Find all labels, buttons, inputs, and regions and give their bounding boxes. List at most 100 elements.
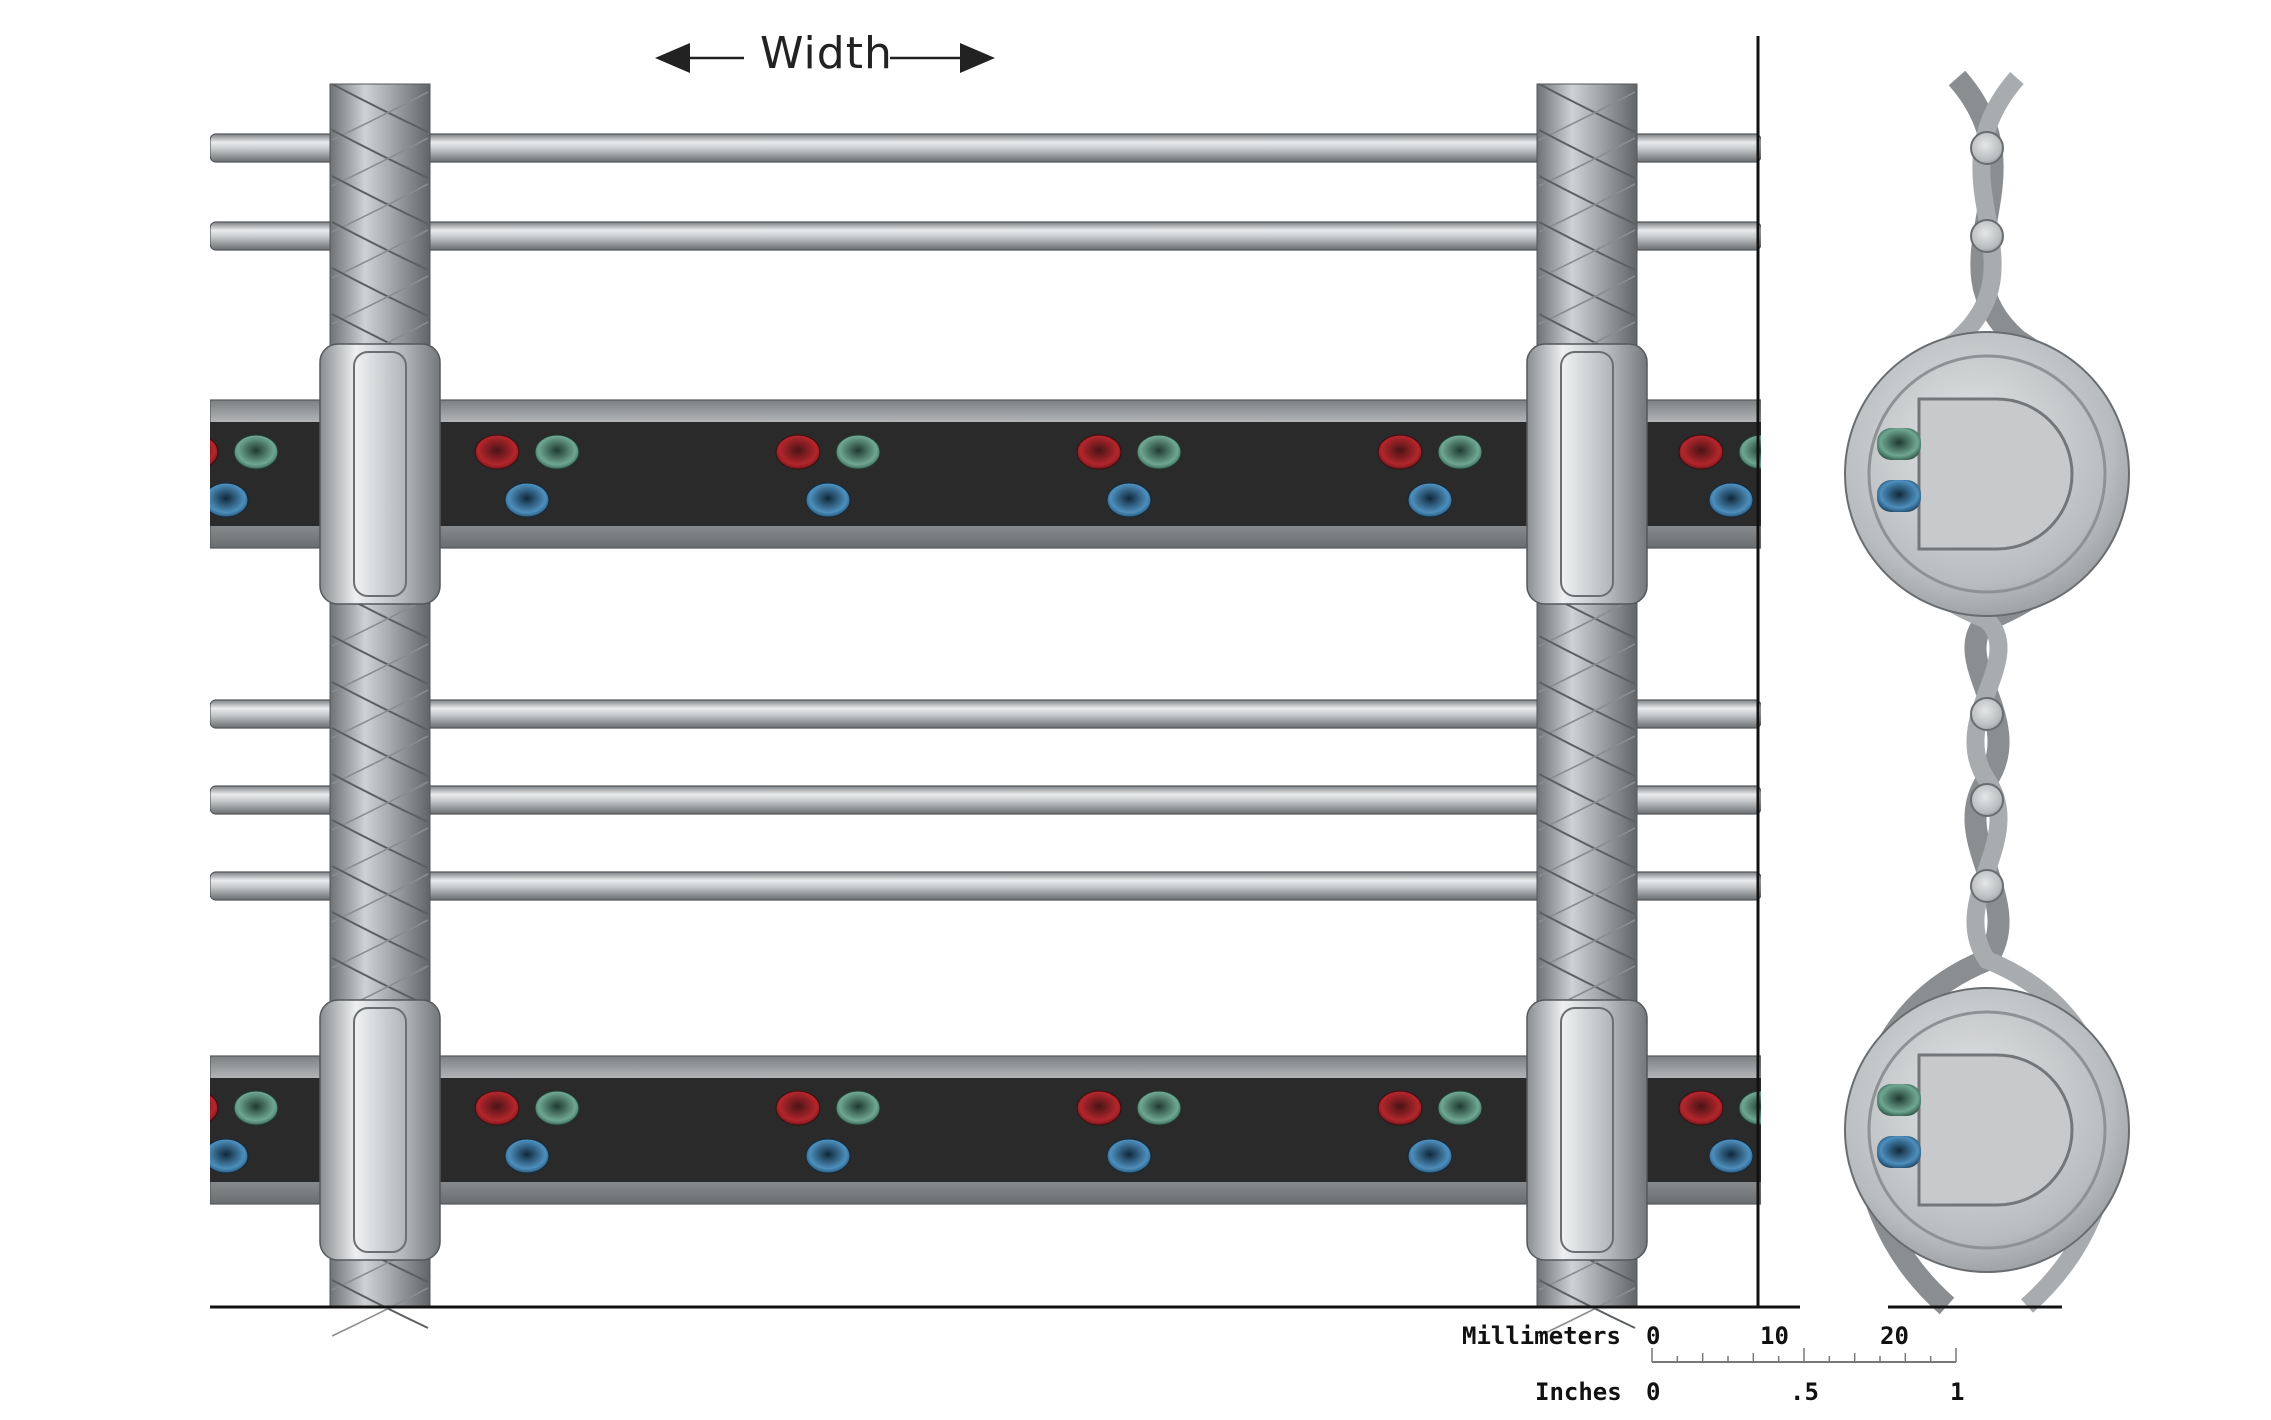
- braid-strand: [331, 681, 429, 731]
- red-led: [210, 438, 219, 466]
- red-led: [1377, 1090, 1423, 1126]
- braid-strand: [1538, 735, 1636, 785]
- green-led: [233, 434, 279, 470]
- clamp-ring-inner: [353, 1007, 407, 1253]
- red-led: [1076, 434, 1122, 470]
- side-green-led: [1877, 1084, 1921, 1116]
- braid-strand: [331, 275, 429, 325]
- braid-strand: [1538, 773, 1636, 823]
- clamp-ring-inner: [1560, 351, 1614, 597]
- braid-strand: [331, 873, 429, 923]
- blue-led: [504, 1138, 550, 1174]
- braid-strand: [331, 137, 429, 187]
- clamp-ring: [1526, 999, 1648, 1261]
- blue-led: [210, 1138, 249, 1174]
- led-strip-1: [210, 399, 1761, 549]
- braid-strand: [1538, 827, 1636, 877]
- blue-led: [805, 482, 851, 518]
- clamp-ring: [319, 343, 441, 605]
- braid-strand: [1538, 873, 1636, 923]
- braid-strand: [331, 735, 429, 785]
- red-led: [775, 434, 821, 470]
- side-green-led: [1877, 428, 1921, 460]
- braid-strand: [331, 819, 429, 869]
- braid-strand: [1538, 643, 1636, 693]
- width-label: Width: [760, 28, 893, 79]
- blue-led: [1407, 1138, 1453, 1174]
- in-tick-half: .5: [1790, 1378, 1819, 1406]
- led-cluster: [775, 434, 881, 518]
- green-led: [1738, 1090, 1761, 1126]
- side-housing-1: [1844, 331, 2130, 617]
- led-cluster: [1377, 434, 1483, 518]
- green-led: [835, 1090, 881, 1126]
- blue-led: [1708, 482, 1754, 518]
- braid-strand: [1538, 919, 1636, 969]
- braid-strand: [1538, 1279, 1636, 1329]
- rod-end: [1970, 131, 2004, 165]
- green-led: [534, 434, 580, 470]
- side-housing-2: [1844, 987, 2130, 1273]
- led-cluster: [1377, 1090, 1483, 1174]
- rod-end: [1970, 869, 2004, 903]
- led-cluster: [775, 1090, 881, 1174]
- green-led: [1738, 434, 1761, 470]
- horizontal-rod-2: [210, 221, 1761, 251]
- braid-strand: [331, 911, 429, 961]
- led-cluster: [210, 1090, 279, 1174]
- horizontal-rod-1: [210, 133, 1761, 163]
- red-led: [1076, 1090, 1122, 1126]
- braid-strand: [1538, 819, 1636, 869]
- side-blue-led: [1877, 1136, 1921, 1168]
- green-led: [1437, 1090, 1483, 1126]
- rod-end: [1970, 219, 2004, 253]
- blue-led: [1106, 1138, 1152, 1174]
- housing-rim: [1867, 354, 2107, 594]
- braid-strand: [1538, 129, 1636, 179]
- braid-strand: [1538, 1287, 1636, 1337]
- red-led: [1377, 434, 1423, 470]
- red-led: [1678, 1090, 1724, 1126]
- rod-end: [1970, 697, 2004, 731]
- horizontal-rod-5: [210, 871, 1761, 901]
- strip-body: [210, 1078, 1761, 1182]
- green-led: [1136, 1090, 1182, 1126]
- horizontal-rod-4: [210, 785, 1761, 815]
- blue-led: [504, 482, 550, 518]
- braid-strand: [331, 827, 429, 877]
- led-cluster: [210, 434, 279, 518]
- blue-led: [1106, 482, 1152, 518]
- led-cluster: [1076, 434, 1182, 518]
- clamp-ring: [1526, 343, 1648, 605]
- housing-rim: [1867, 1010, 2107, 1250]
- red-led: [1678, 434, 1724, 470]
- red-led: [775, 1090, 821, 1126]
- rod-end: [1970, 783, 2004, 817]
- braid-strand: [331, 919, 429, 969]
- vertical-cable-1: [319, 83, 441, 1337]
- clamp-ring-inner: [1560, 1007, 1614, 1253]
- green-led: [233, 1090, 279, 1126]
- braid-strand: [1538, 689, 1636, 739]
- scale-bar: [1651, 1348, 1957, 1363]
- braid-strand: [331, 267, 429, 317]
- clamp-ring: [319, 999, 441, 1261]
- braid-strand: [1538, 275, 1636, 325]
- braid-strand: [331, 727, 429, 777]
- braid-strand: [1538, 83, 1636, 133]
- in-tick-1: 1: [1950, 1378, 1965, 1406]
- vertical-cable-2: [1526, 83, 1648, 1337]
- horizontal-rod-3: [210, 699, 1761, 729]
- braid-strand: [1538, 911, 1636, 961]
- braid-strand: [331, 129, 429, 179]
- red-led: [210, 1094, 219, 1122]
- braid-strand: [1538, 137, 1636, 187]
- braid-strand: [331, 1279, 429, 1329]
- in-tick-0: 0: [1646, 1378, 1661, 1406]
- braid-strand: [331, 635, 429, 685]
- housing-cap: [1917, 397, 2074, 551]
- side-blue-led: [1877, 480, 1921, 512]
- braid-strand: [331, 781, 429, 831]
- led-cluster: [1076, 1090, 1182, 1174]
